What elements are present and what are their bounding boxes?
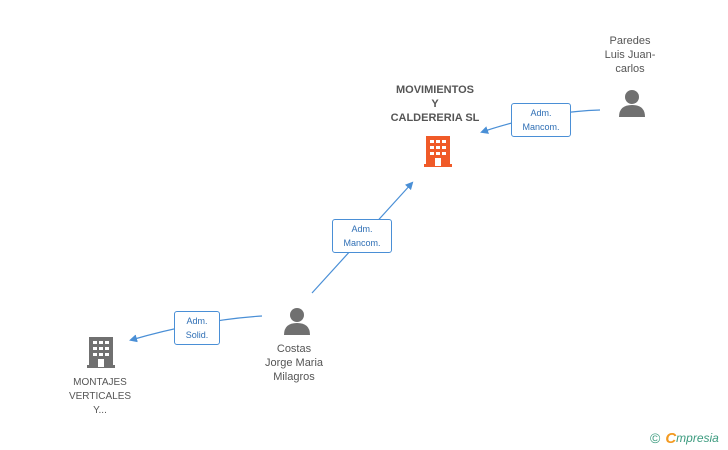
building-icon-other[interactable]: [85, 335, 117, 369]
building-icon-main[interactable]: [422, 134, 454, 168]
edge-label-costas-to-other[interactable]: Adm. Solid.: [174, 311, 220, 345]
company-main-name[interactable]: MOVIMIENTOS Y CALDERERIA SL: [390, 84, 480, 124]
edge-label-costas-to-main[interactable]: Adm. Mancom.: [332, 219, 392, 253]
person-icon-costas[interactable]: [282, 306, 312, 336]
person-costas-name[interactable]: Costas Jorge Maria Milagros: [264, 343, 324, 383]
edge-label-paredes-to-main[interactable]: Adm. Mancom.: [511, 103, 571, 137]
brand-name: mpresia: [676, 431, 719, 445]
person-icon-paredes[interactable]: [617, 88, 647, 118]
person-paredes-name[interactable]: Paredes Luis Juan- carlos: [604, 35, 656, 75]
company-other-name[interactable]: MONTAJES VERTICALES Y...: [68, 377, 132, 416]
empresia-watermark[interactable]: © C mpresia: [650, 429, 719, 447]
copyright-icon: ©: [650, 430, 661, 446]
brand-logo-letter: C: [665, 429, 677, 447]
